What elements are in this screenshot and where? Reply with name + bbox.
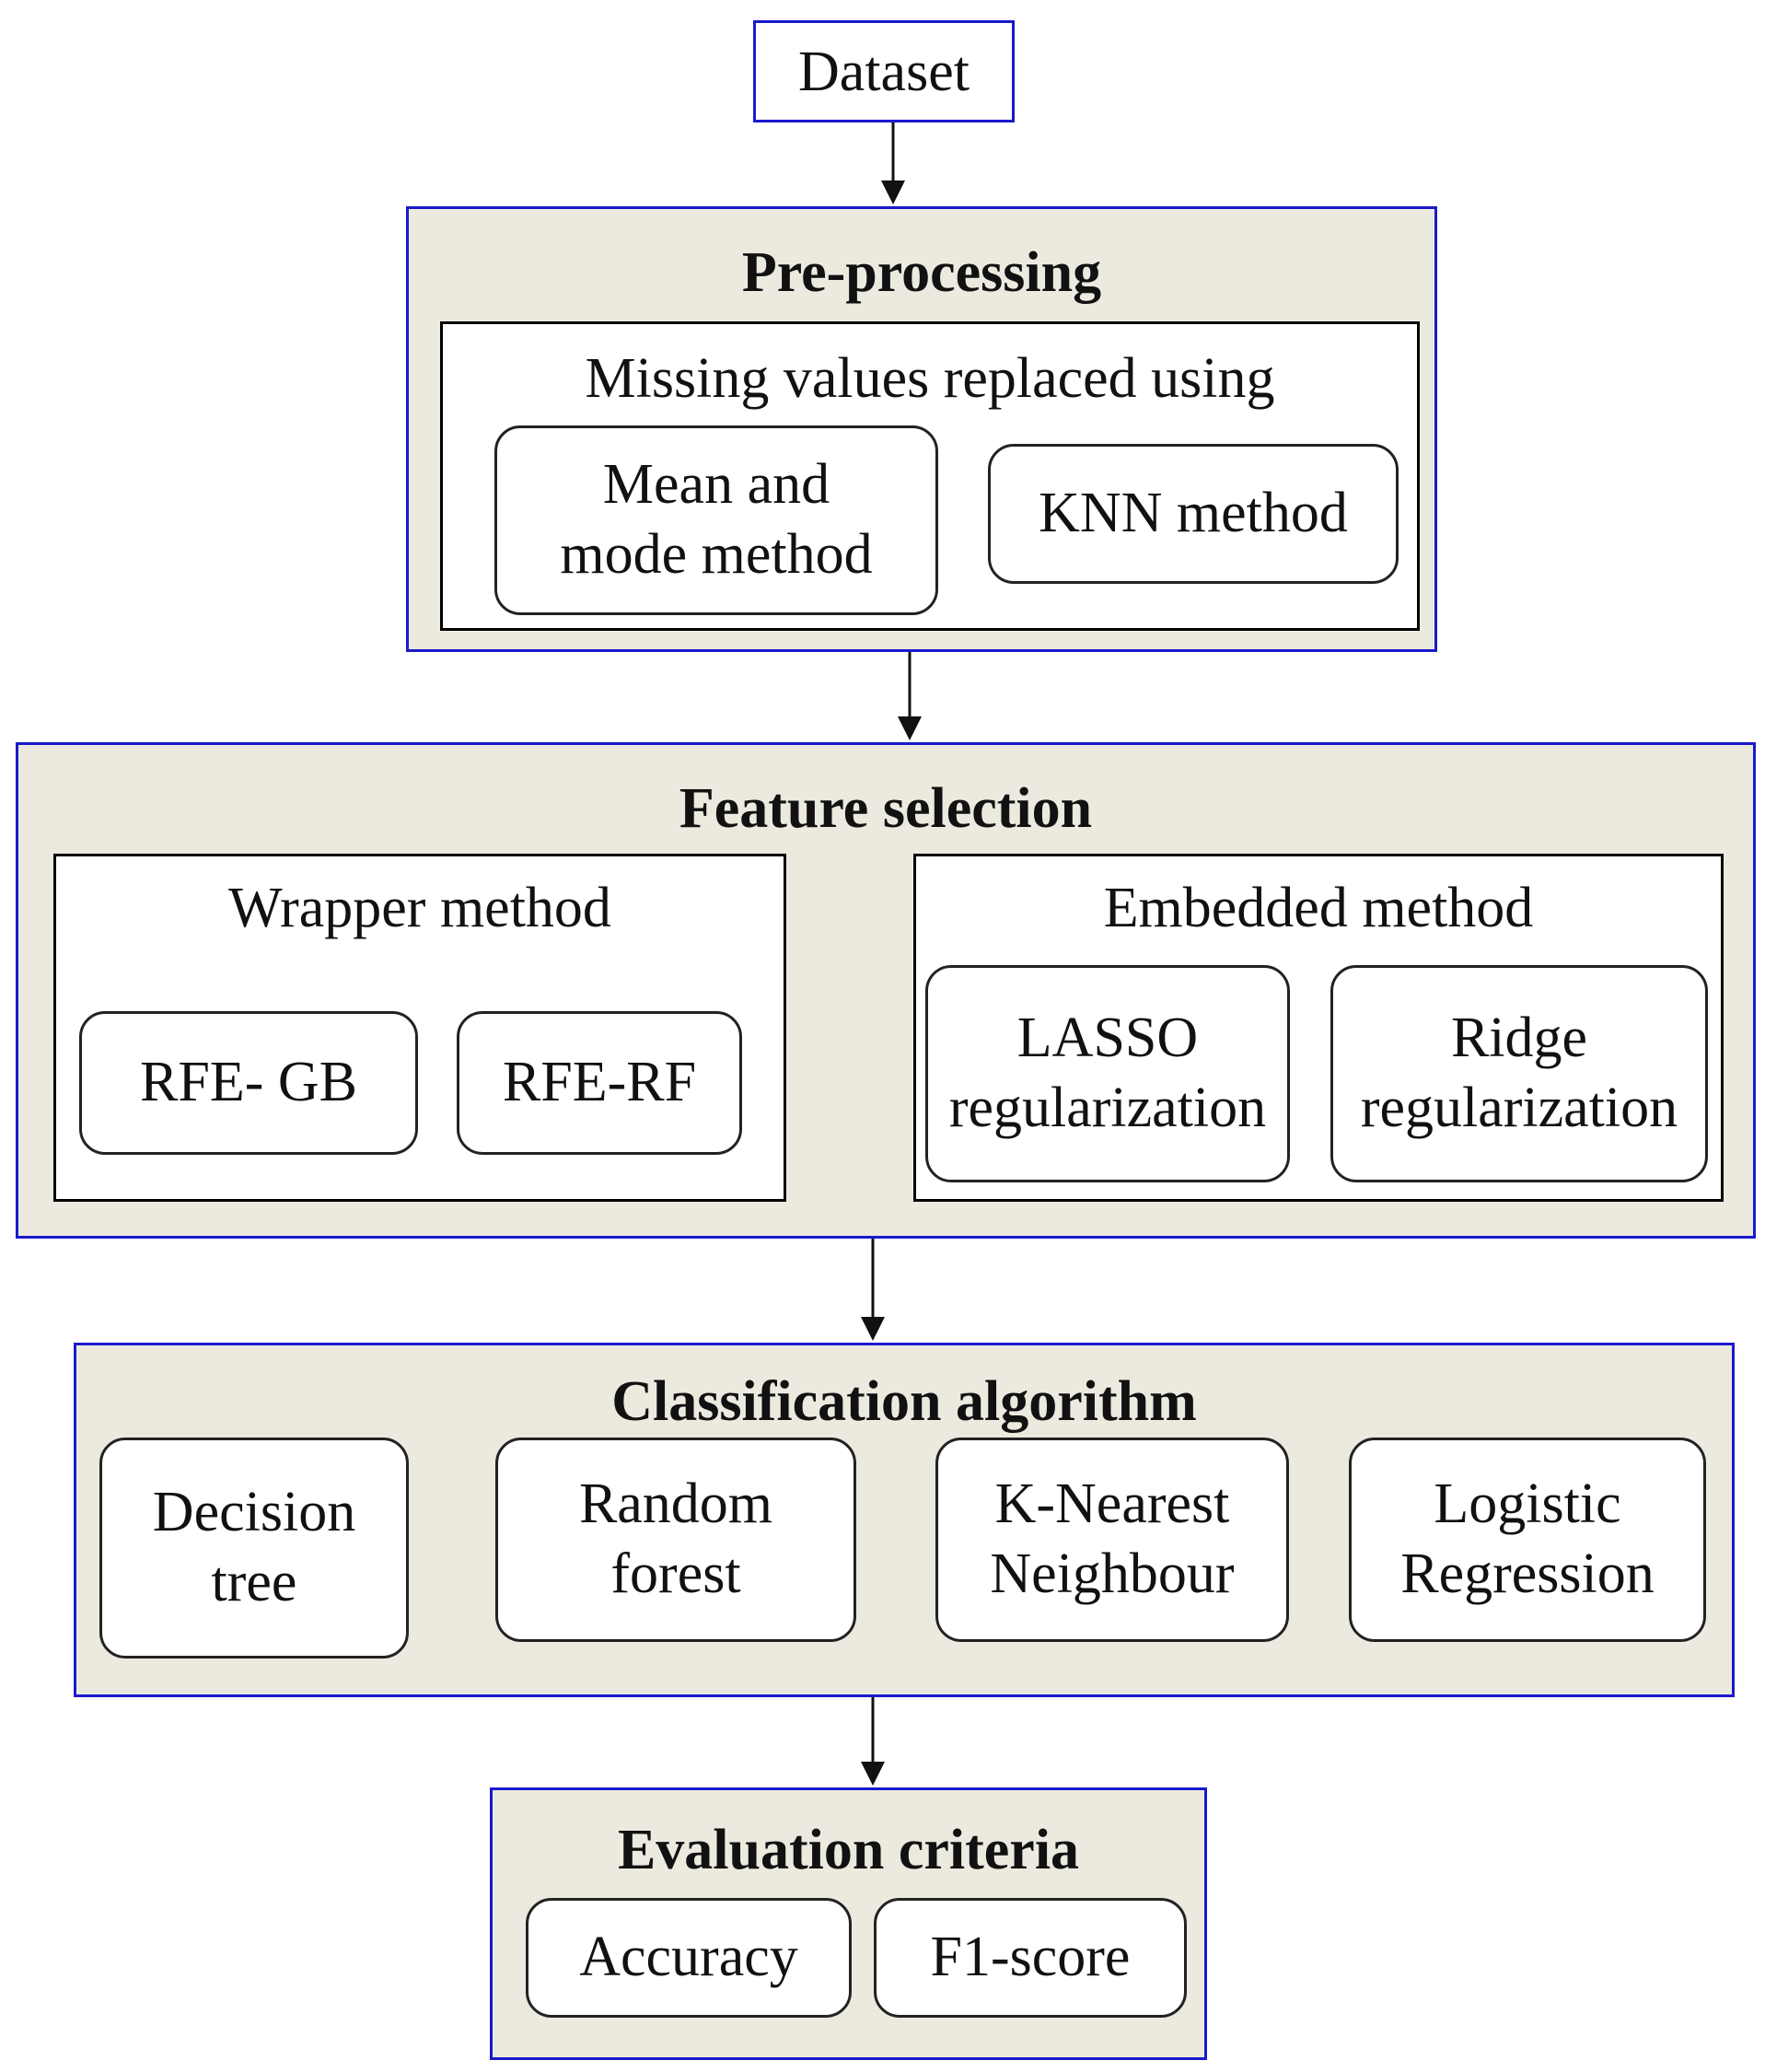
f1-score-box: F1-score: [874, 1898, 1187, 2018]
dataset-label: Dataset: [798, 40, 970, 103]
evaluation-stage: Evaluation criteria Accuracy F1-score: [490, 1787, 1207, 2060]
f1-score-label: F1-score: [930, 1926, 1131, 1989]
lasso-regularization-box: LASSO regularization: [925, 965, 1290, 1182]
dataset-box: Dataset: [753, 20, 1015, 122]
knn-method-box: KNN method: [988, 444, 1399, 584]
missing-values-panel: Missing values replaced using Mean and m…: [440, 321, 1420, 631]
preprocessing-title: Pre-processing: [741, 241, 1102, 304]
knn-method-label: KNN method: [1039, 482, 1348, 545]
ridge-regularization-box: Ridge regularization: [1330, 965, 1708, 1182]
random-forest-box: Random forest: [495, 1438, 856, 1642]
logistic-regression-box: Logistic Regression: [1349, 1438, 1706, 1642]
rfe-gb-box: RFE- GB: [79, 1011, 418, 1155]
accuracy-label: Accuracy: [579, 1926, 798, 1989]
evaluation-title: Evaluation criteria: [617, 1819, 1080, 1881]
classification-stage: Classification algorithm Decision tree R…: [74, 1343, 1735, 1697]
k-nearest-neighbour-box: K-Nearest Neighbour: [935, 1438, 1289, 1642]
preprocessing-stage: Pre-processing Missing values replaced u…: [406, 206, 1437, 652]
rfe-rf-label: RFE-RF: [502, 1051, 697, 1114]
classification-title: Classification algorithm: [611, 1370, 1197, 1433]
feature-selection-stage: Feature selection Wrapper method RFE- GB…: [16, 742, 1756, 1239]
ridge-regularization-label: Ridge regularization: [1360, 1007, 1678, 1139]
k-nearest-neighbour-label: K-Nearest Neighbour: [990, 1473, 1235, 1605]
decision-tree-box: Decision tree: [99, 1438, 409, 1659]
mean-mode-method-label: Mean and mode method: [560, 453, 873, 586]
random-forest-label: Random forest: [578, 1473, 773, 1605]
rfe-gb-label: RFE- GB: [140, 1051, 357, 1114]
mean-mode-method-box: Mean and mode method: [494, 425, 938, 615]
embedded-method-panel: Embedded method LASSO regularization Rid…: [913, 854, 1724, 1202]
wrapper-method-title: Wrapper method: [228, 877, 611, 939]
missing-values-subtitle: Missing values replaced using: [585, 347, 1275, 410]
feature-selection-title: Feature selection: [679, 777, 1093, 840]
rfe-rf-box: RFE-RF: [457, 1011, 742, 1155]
embedded-method-title: Embedded method: [1103, 877, 1534, 939]
accuracy-box: Accuracy: [526, 1898, 852, 2018]
logistic-regression-label: Logistic Regression: [1400, 1473, 1655, 1605]
decision-tree-label: Decision tree: [152, 1481, 356, 1613]
lasso-regularization-label: LASSO regularization: [948, 1007, 1267, 1139]
wrapper-method-panel: Wrapper method RFE- GB RFE-RF: [53, 854, 786, 1202]
